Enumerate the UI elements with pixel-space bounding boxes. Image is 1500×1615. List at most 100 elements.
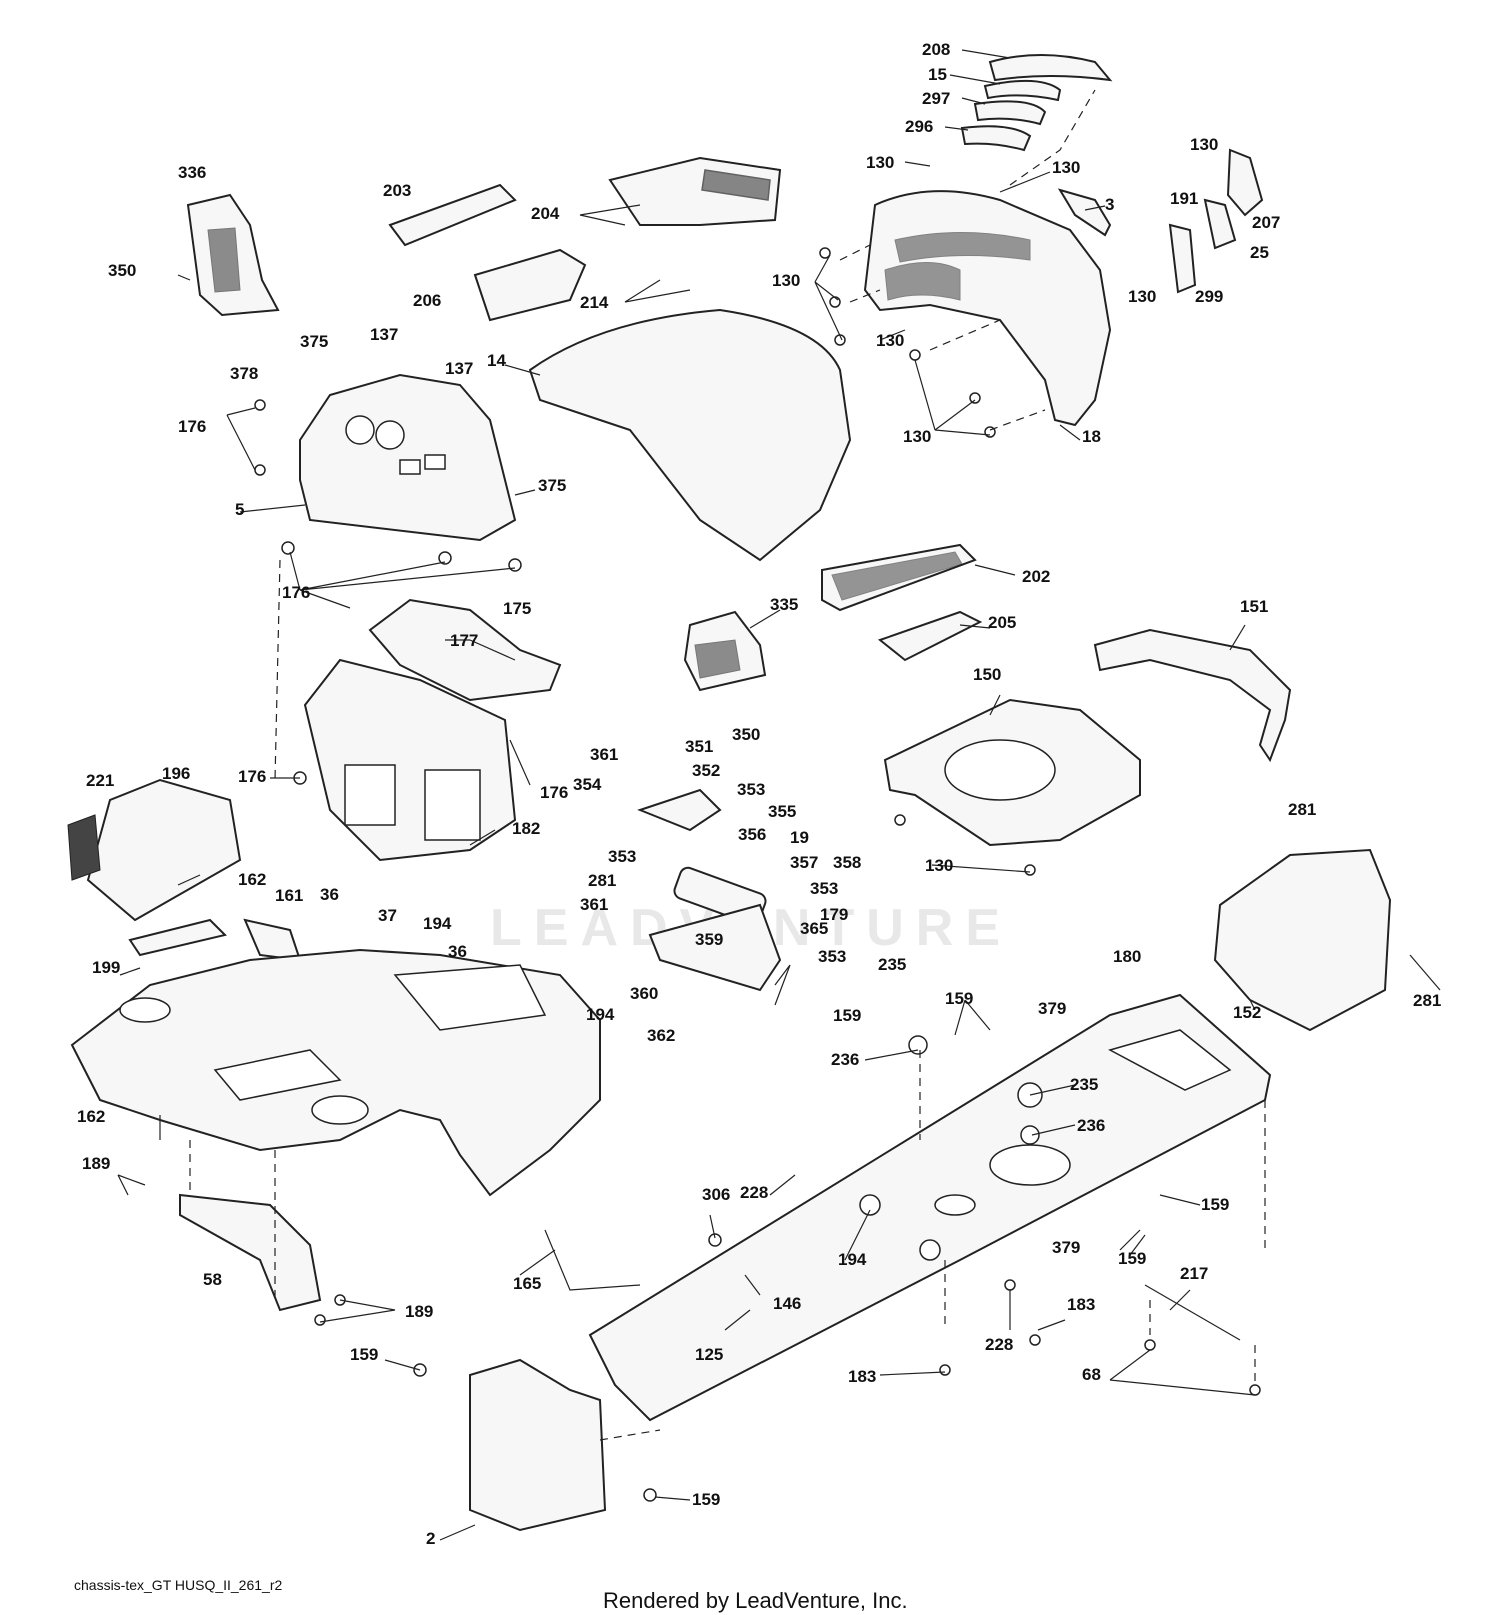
callout-label: 365	[800, 919, 828, 938]
alignment-lines	[189, 89, 1266, 1441]
callout-label: 183	[1067, 1295, 1095, 1314]
callout-label: 205	[988, 613, 1016, 632]
callout-label: 137	[445, 359, 473, 378]
callout-label: 68	[1082, 1365, 1101, 1384]
part-208-top-cover	[960, 54, 1113, 152]
callout-label: 165	[513, 1274, 541, 1293]
part-37-fender	[70, 948, 601, 1197]
callout-label: 130	[925, 856, 953, 875]
callout-label: 281	[588, 871, 616, 890]
callout-label: 191	[1170, 189, 1198, 208]
fasteners	[254, 247, 1261, 1502]
part-2-front-axle-plate	[469, 1358, 607, 1532]
callout-label: 217	[1180, 1264, 1208, 1283]
part-5-dashboard	[299, 373, 517, 542]
callout-label: 207	[1252, 213, 1280, 232]
part-3-side-panel	[1057, 188, 1112, 237]
callout-label: 361	[590, 745, 618, 764]
callout-label: 176	[540, 783, 568, 802]
callout-label: 194	[423, 914, 452, 933]
callout-label: 375	[538, 476, 566, 495]
callout-label: 130	[1128, 287, 1156, 306]
callout-label: 177	[450, 631, 478, 650]
callout-label: 378	[230, 364, 258, 383]
render-credit: Rendered by LeadVenture, Inc.	[603, 1588, 908, 1613]
part-281-seat	[1213, 848, 1392, 1032]
part-336-seat-panel	[186, 193, 280, 317]
callout-label: 306	[702, 1185, 730, 1204]
part-217-rod	[1144, 1284, 1241, 1341]
callout-label: 228	[985, 1335, 1013, 1354]
part-175-bracket	[368, 598, 562, 702]
callout-label: 281	[1288, 800, 1316, 819]
part-206-latch	[473, 248, 587, 322]
callout-label: 130	[772, 271, 800, 290]
callout-label: 159	[945, 989, 973, 1008]
callout-label: 175	[503, 599, 531, 618]
callout-label: 150	[973, 665, 1001, 684]
callout-label: 206	[413, 291, 441, 310]
callout-label: 159	[833, 1006, 861, 1025]
callout-label: 360	[630, 984, 658, 1003]
callout-label: 130	[1190, 135, 1218, 154]
callout-label: 159	[1118, 1249, 1146, 1268]
callout-label: 379	[1038, 999, 1066, 1018]
callout-label: 36	[448, 942, 467, 961]
callout-label: 350	[108, 261, 136, 280]
callout-label: 189	[405, 1302, 433, 1321]
callout-label: 146	[773, 1294, 801, 1313]
callout-label: 350	[732, 725, 760, 744]
callout-label: 183	[848, 1367, 876, 1386]
callout-label: 37	[378, 906, 397, 925]
callout-label: 356	[738, 825, 766, 844]
callout-label: 354	[573, 775, 602, 794]
part-196-dash-top	[67, 778, 242, 922]
callout-label: 199	[92, 958, 120, 977]
callout-label: 130	[1052, 158, 1080, 177]
callout-label: 196	[162, 764, 190, 783]
callout-label: 335	[770, 595, 798, 614]
callout-label: 194	[838, 1250, 867, 1269]
callout-label: 236	[831, 1050, 859, 1069]
callout-label: 58	[203, 1270, 222, 1289]
callout-label: 359	[695, 930, 723, 949]
callout-labels: 208 15 297 296 130 130 130 3 191 207 25 …	[77, 40, 1441, 1548]
callout-label: 25	[1250, 243, 1269, 262]
callout-label: 137	[370, 325, 398, 344]
leader-lines	[117, 49, 1441, 1541]
callout-label: 14	[487, 351, 506, 370]
callout-label: 162	[77, 1107, 105, 1126]
callout-label: 208	[922, 40, 950, 59]
callout-label: 130	[866, 153, 894, 172]
part-151-frame-bracket	[1093, 628, 1292, 763]
callout-label: 176	[282, 583, 310, 602]
callout-label: 236	[1077, 1116, 1105, 1135]
callout-label: 5	[235, 500, 244, 519]
callout-label: 361	[580, 895, 608, 914]
callout-label: 179	[820, 905, 848, 924]
callout-label: 189	[82, 1154, 110, 1173]
callout-label: 299	[1195, 287, 1223, 306]
callout-label: 336	[178, 163, 206, 182]
callout-label: 235	[1070, 1075, 1098, 1094]
callout-label: 202	[1022, 567, 1050, 586]
callout-label: 130	[903, 427, 931, 446]
callout-label: 36	[320, 885, 339, 904]
part-180-main-frame	[588, 993, 1272, 1422]
part-150-floor-pan	[883, 698, 1141, 847]
drawing-id: chassis-tex_GT HUSQ_II_261_r2	[74, 1577, 282, 1593]
callout-label: 2	[426, 1529, 435, 1548]
callout-label: 161	[275, 886, 303, 905]
callout-label: 296	[905, 117, 933, 136]
callout-label: 353	[608, 847, 636, 866]
callout-label: 228	[740, 1183, 768, 1202]
part-165-rod	[544, 1229, 641, 1291]
callout-label: 353	[737, 780, 765, 799]
callout-label: 281	[1413, 991, 1441, 1010]
part-18-front-hood	[863, 190, 1112, 427]
callout-label: 203	[383, 181, 411, 200]
part-204-hood-top	[608, 156, 782, 226]
part-161-199-brackets	[128, 918, 302, 962]
callout-label: 353	[810, 879, 838, 898]
